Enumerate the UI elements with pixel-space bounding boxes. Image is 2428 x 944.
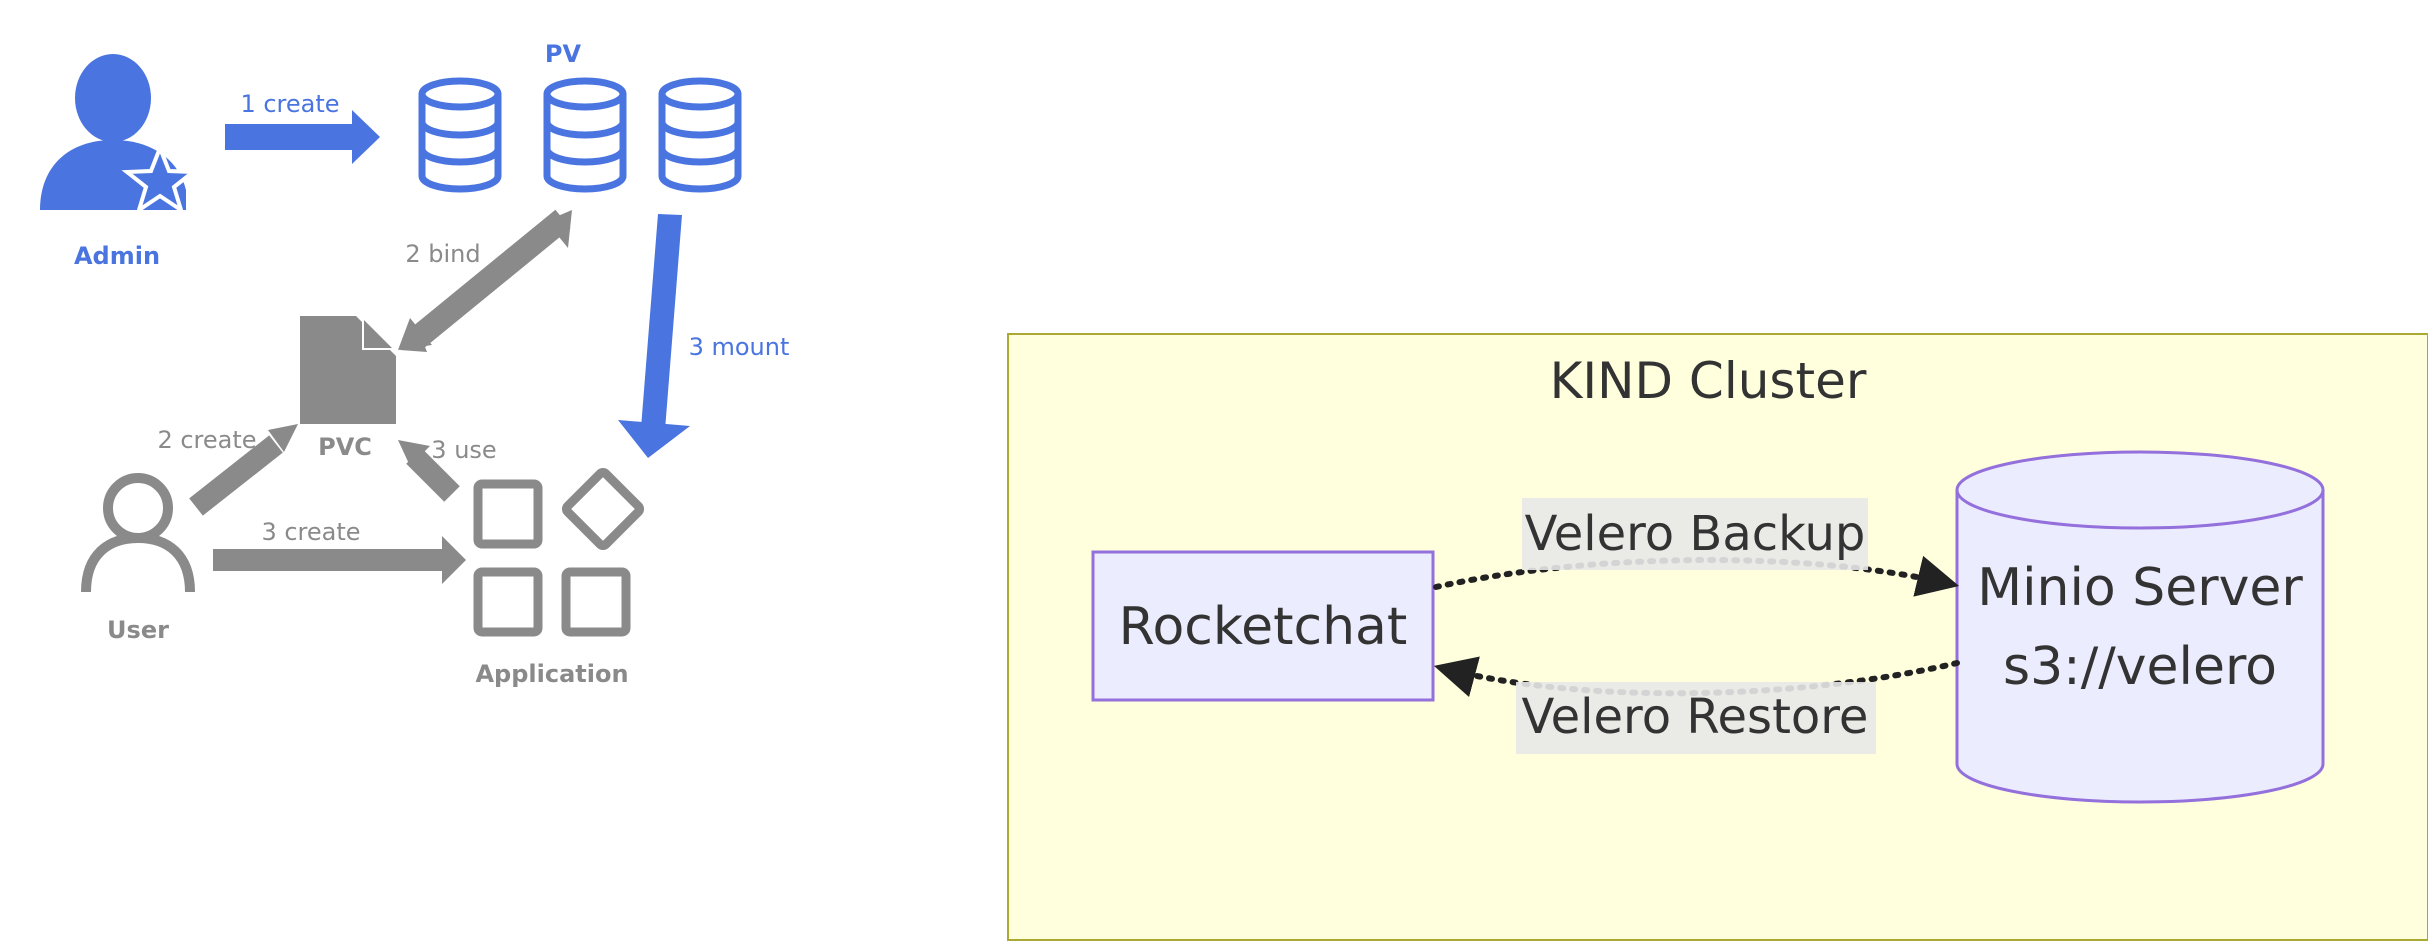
user-create-pvc-edge-label: 2 create	[157, 426, 256, 454]
restore-label-bg	[1516, 682, 1876, 754]
create-pv-arrow	[225, 110, 380, 164]
application-label: Application	[475, 660, 628, 688]
pv-pvc-diagram: Admin 1 create PV	[40, 40, 789, 688]
pv-database-icon	[543, 77, 627, 193]
pvc-label: PVC	[318, 433, 372, 461]
rocketchat-label: Rocketchat	[1119, 597, 1408, 657]
user-icon	[81, 473, 195, 593]
pvc-file-icon	[300, 316, 396, 424]
user-create-app-edge-label: 3 create	[261, 518, 360, 546]
pv-database-icon	[418, 77, 502, 193]
application-icon	[473, 467, 645, 637]
pv-label: PV	[545, 40, 582, 68]
bind-edge-label: 2 bind	[405, 240, 480, 268]
mount-arrow	[618, 214, 690, 458]
user-label: User	[107, 616, 169, 644]
use-edge-label: 3 use	[431, 436, 496, 464]
minio-server-node[interactable]: Minio Server s3://velero	[1955, 450, 2325, 804]
minio-server-label: Minio Server	[1977, 558, 2303, 618]
user-create-app-arrow	[213, 536, 466, 584]
minio-bucket-label: s3://velero	[2003, 637, 2277, 697]
backup-label-bg	[1522, 498, 1868, 570]
pv-database-icon	[658, 77, 742, 193]
create-pv-edge-label: 1 create	[240, 90, 339, 118]
backup-edge-label: Velero Backup	[1525, 506, 1866, 562]
use-arrow	[398, 440, 460, 502]
mount-edge-label: 3 mount	[689, 333, 790, 361]
restore-edge-label: Velero Restore	[1522, 689, 1869, 745]
cluster-title: KIND Cluster	[1550, 352, 1867, 410]
admin-icon	[40, 54, 199, 215]
kind-cluster-diagram: KIND Cluster Rocketchat Minio Server s3:…	[1007, 333, 2428, 941]
bind-arrow	[398, 209, 572, 352]
rocketchat-node[interactable]: Rocketchat	[1091, 550, 1435, 702]
admin-label: Admin	[74, 242, 160, 270]
user-create-pvc-arrow	[189, 424, 298, 516]
